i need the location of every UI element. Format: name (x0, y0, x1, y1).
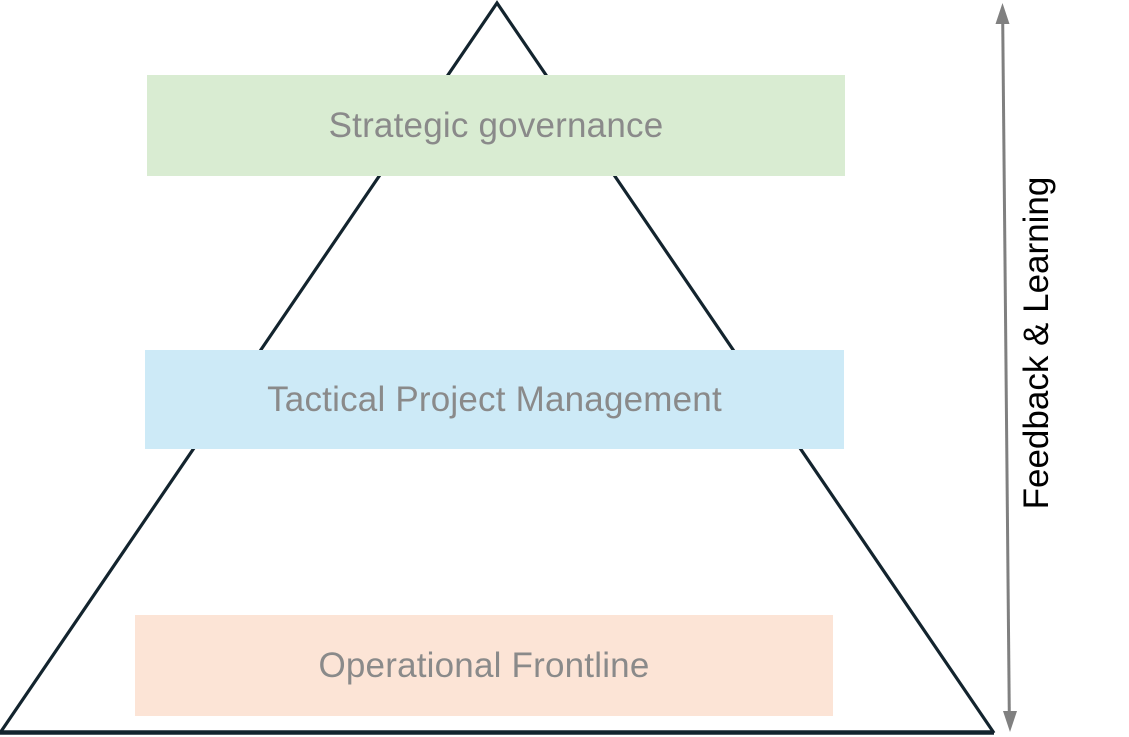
feedback-arrow-head-up-icon (995, 3, 1010, 24)
pyramid-outline (0, 0, 996, 734)
level-band-tactical: Tactical Project Management (145, 350, 844, 449)
feedback-arrow-shaft (1001, 19, 1011, 715)
level-band-operational: Operational Frontline (135, 615, 833, 716)
level-label-strategic: Strategic governance (328, 105, 664, 145)
feedback-arrow-head-down-icon (1003, 711, 1017, 732)
level-label-operational: Operational Frontline (318, 645, 650, 685)
level-band-strategic: Strategic governance (147, 75, 845, 176)
feedback-learning-label: Feedback & Learning (1017, 176, 1056, 510)
feedback-arrow (995, 3, 1017, 732)
level-label-tactical: Tactical Project Management (267, 379, 722, 419)
